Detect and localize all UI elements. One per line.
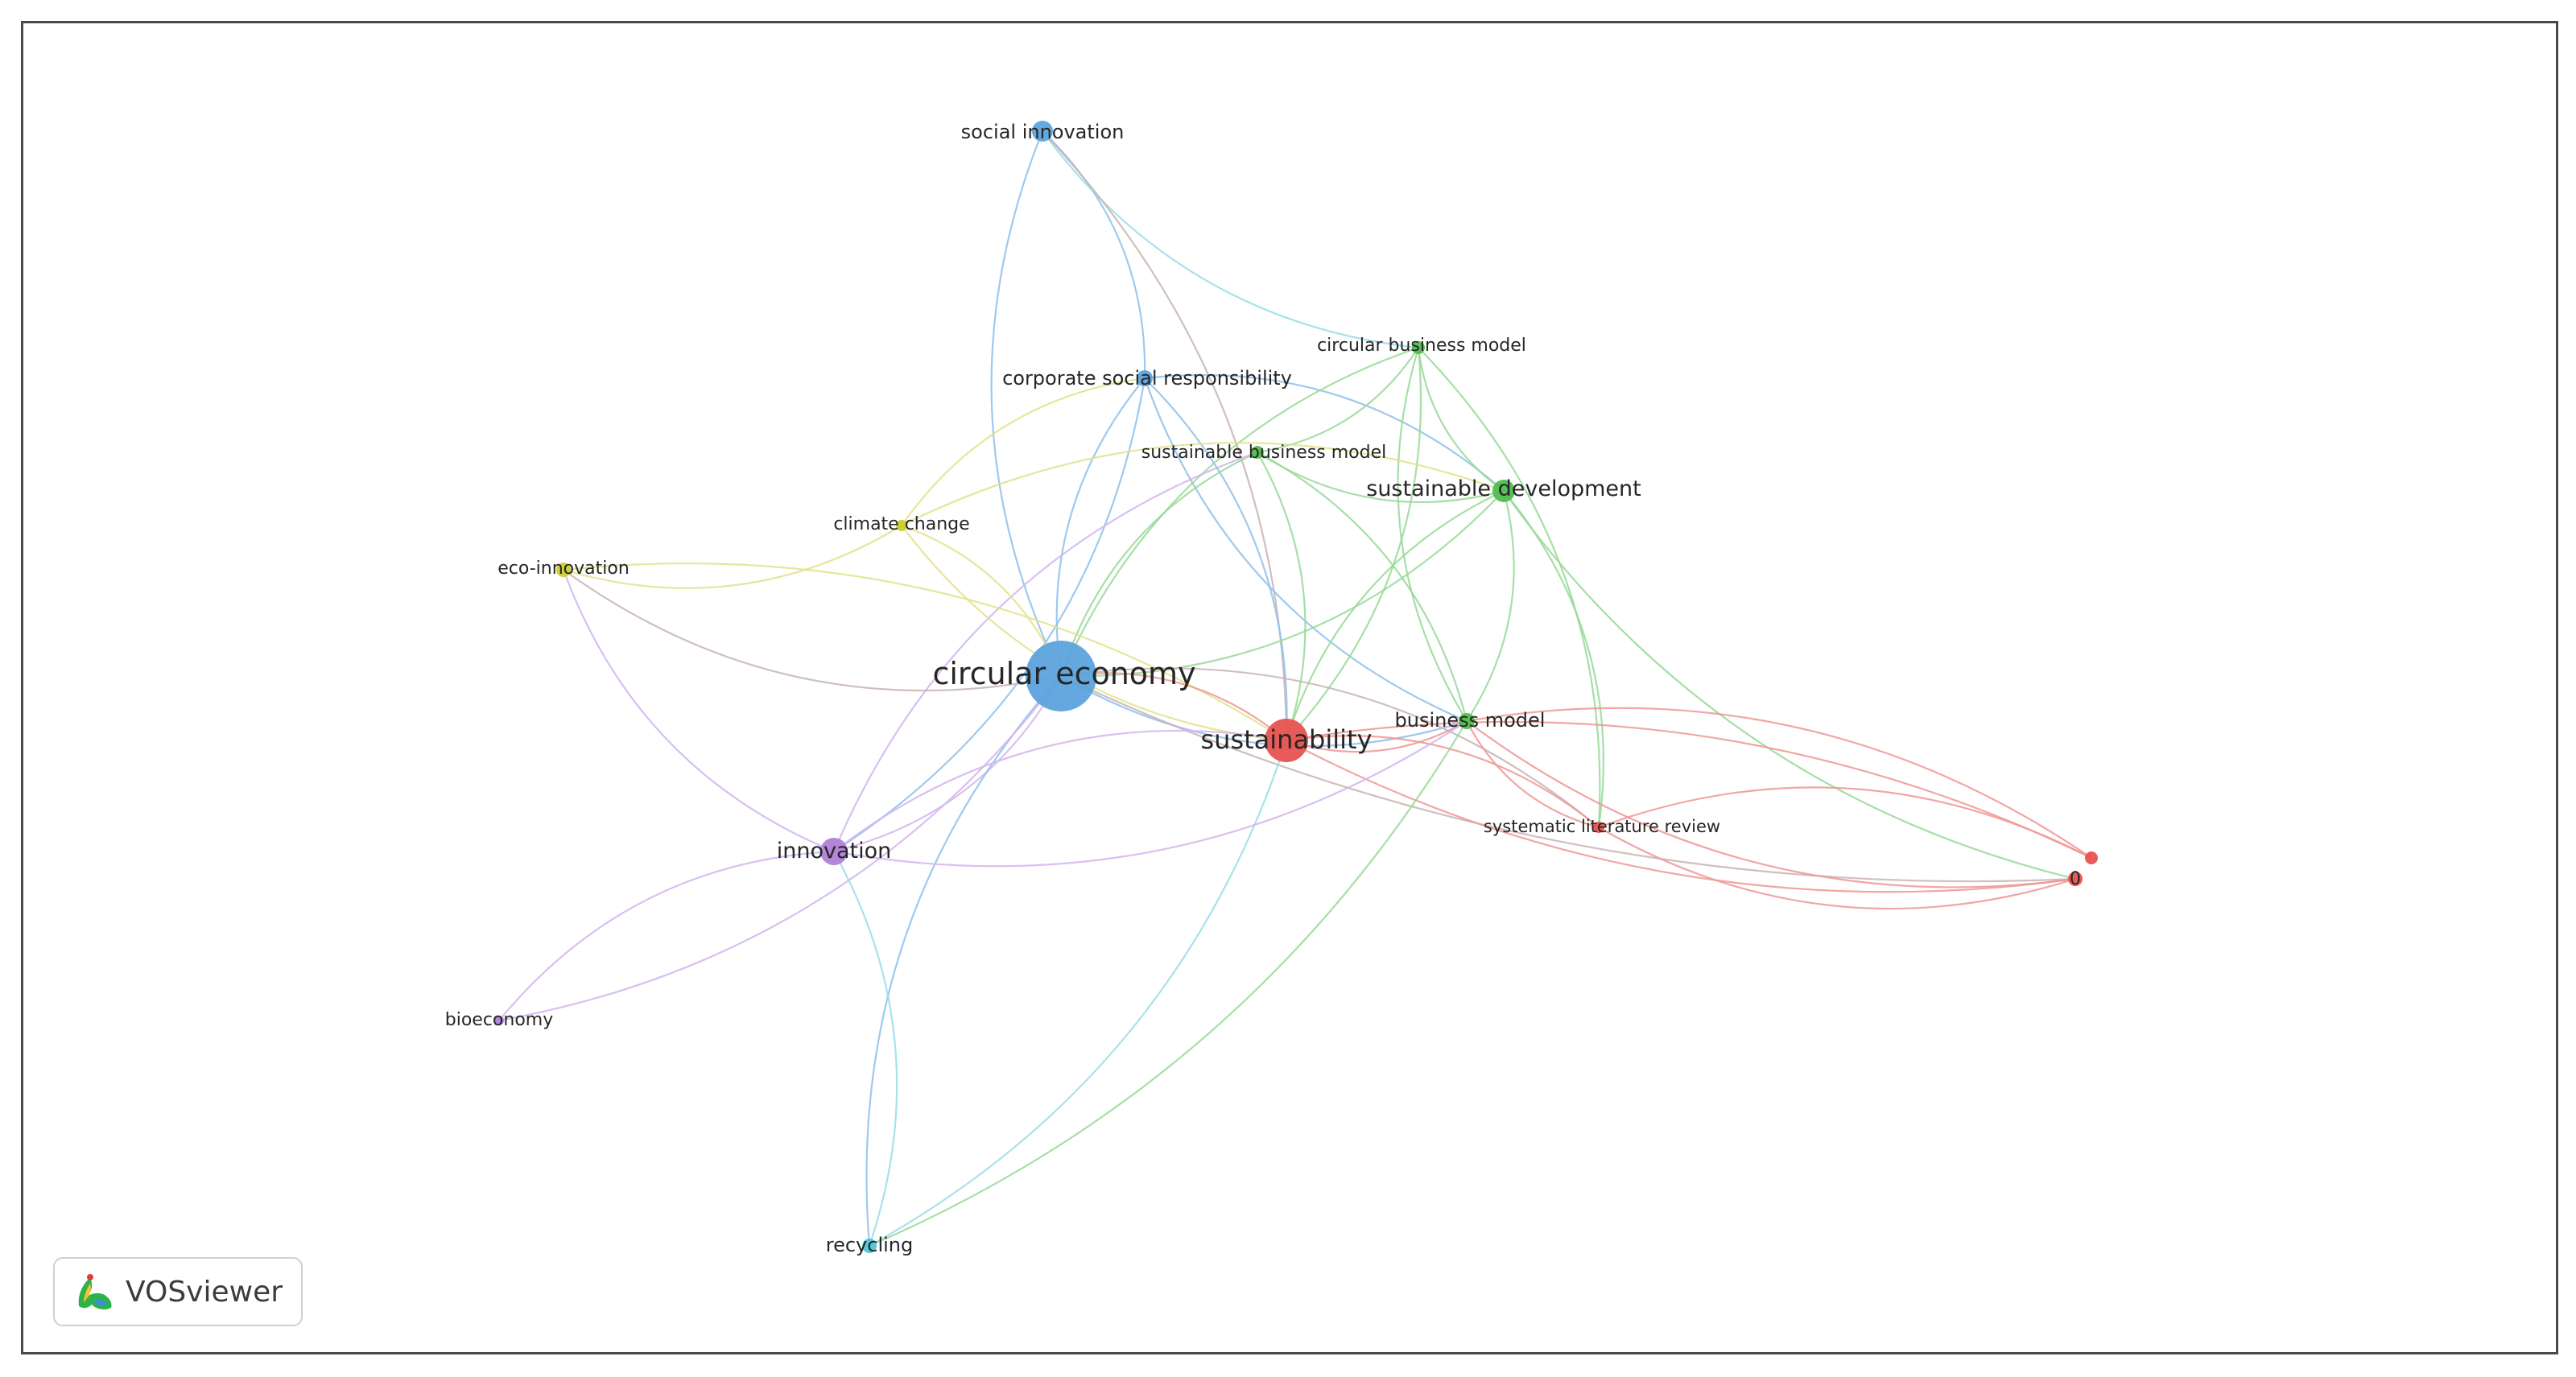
map-frame bbox=[21, 21, 2558, 1354]
edge-circular_business_model-sustainability bbox=[1286, 347, 1422, 741]
node-systematic-literature-review[interactable] bbox=[1593, 822, 1604, 833]
node-circular-economy[interactable] bbox=[1026, 641, 1096, 711]
node-climate-change[interactable] bbox=[896, 520, 907, 531]
node-label-circular-economy[interactable]: circular economy bbox=[932, 656, 1195, 691]
vosviewer-logo-text: VOSviewer bbox=[126, 1275, 283, 1309]
vosviewer-logo-icon bbox=[78, 1274, 112, 1310]
edge-circular_economy-systematic_literature_review bbox=[1060, 667, 1600, 828]
edge-eco_innovation-innovation bbox=[562, 569, 835, 853]
edge-sustainability-recycling bbox=[869, 740, 1288, 1247]
node-recycling[interactable] bbox=[862, 1239, 877, 1253]
edge-climate_change-sustainability bbox=[901, 525, 1287, 742]
node-label-bioeconomy[interactable]: bioeconomy bbox=[445, 1010, 553, 1030]
node-label-business-model[interactable]: business model bbox=[1395, 709, 1546, 732]
edge-csr-sustainability bbox=[1144, 377, 1288, 741]
edge-business_model-red_small bbox=[1466, 707, 2092, 859]
edge-sustainability-systematic_literature_review bbox=[1286, 735, 1600, 828]
edge-circular_business_model-circular_economy bbox=[1059, 346, 1419, 677]
node-circular-business-model[interactable] bbox=[1412, 341, 1425, 354]
edge-social_innovation-circular_business_model bbox=[1042, 130, 1419, 349]
edge-circular_business_model-sustainable_business_model bbox=[1257, 347, 1419, 454]
node-sustainable-development[interactable] bbox=[1492, 480, 1515, 502]
edge-eco_innovation-sustainability bbox=[563, 562, 1287, 741]
node-bioeconomy[interactable] bbox=[494, 1016, 504, 1025]
node-sustainability[interactable] bbox=[1265, 719, 1308, 762]
edge-social_innovation-csr bbox=[1042, 130, 1146, 379]
edge-circular_business_model-systematic_literature_review bbox=[1418, 347, 1601, 828]
node-label-csr[interactable]: corporate social responsibility bbox=[1002, 367, 1292, 390]
node-label-innovation[interactable]: innovation bbox=[777, 839, 892, 864]
node-sustainable-business-model[interactable] bbox=[1251, 446, 1264, 459]
edge-sustainability-red_small bbox=[1286, 720, 2092, 859]
edge-circular_economy-bioeconomy bbox=[498, 675, 1062, 1022]
node-label-systematic-literature-review[interactable]: systematic literature review bbox=[1484, 817, 1720, 836]
edge-circular_business_model-sustainable_development bbox=[1417, 347, 1505, 492]
node-csr[interactable] bbox=[1137, 370, 1153, 386]
labels-layer: social innovation circular business model… bbox=[445, 121, 2081, 1256]
edge-sustainable_development-zero bbox=[1503, 490, 2076, 880]
node-red-small[interactable] bbox=[2085, 851, 2098, 864]
node-label-climate-change[interactable]: climate change bbox=[833, 514, 969, 534]
edge-innovation-business_model bbox=[833, 720, 1468, 868]
edge-business_model-zero bbox=[1466, 720, 2076, 888]
nodes-layer bbox=[494, 121, 2098, 1253]
edge-sustainable_development-circular_economy bbox=[1060, 490, 1505, 678]
edge-systematic_literature_review-zero bbox=[1598, 827, 2076, 910]
edge-csr-business_model bbox=[1143, 377, 1468, 723]
edge-sustainable_business_model-innovation bbox=[832, 451, 1258, 852]
node-business-model[interactable] bbox=[1459, 713, 1475, 729]
edge-sustainable_development-climate_change bbox=[901, 442, 1505, 526]
edge-csr-circular_economy bbox=[1055, 377, 1146, 677]
node-label-zero[interactable]: 0 bbox=[2070, 869, 2081, 889]
edge-sustainable_business_model-circular_economy bbox=[1059, 451, 1258, 677]
edge-climate_change-eco_innovation bbox=[563, 525, 902, 589]
node-label-recycling[interactable]: recycling bbox=[826, 1234, 913, 1256]
edge-innovation-recycling bbox=[833, 851, 898, 1247]
edge-social_innovation-circular_economy bbox=[990, 130, 1062, 677]
vosviewer-logo: VOSviewer bbox=[53, 1257, 303, 1326]
edge-business_model-recycling bbox=[869, 720, 1468, 1247]
edge-circular_economy-zero bbox=[1060, 675, 2076, 883]
edge-sustainable_business_model-sustainability bbox=[1257, 451, 1307, 741]
edge-eco_innovation-circular_economy bbox=[563, 569, 1062, 692]
node-label-sustainable-business-model[interactable]: sustainable business model bbox=[1141, 443, 1387, 463]
edge-circular_economy-business_model bbox=[1060, 675, 1468, 748]
edge-circular_economy-innovation bbox=[833, 675, 1062, 853]
node-label-circular-business-model[interactable]: circular business model bbox=[1317, 336, 1526, 356]
node-label-sustainability[interactable]: sustainability bbox=[1200, 724, 1372, 755]
edge-sustainable_development-systematic_literature_review bbox=[1503, 490, 1605, 828]
node-social-innovation[interactable] bbox=[1032, 121, 1053, 142]
edge-sustainability-business_model bbox=[1286, 720, 1468, 753]
node-eco-innovation[interactable] bbox=[556, 563, 571, 577]
edge-systematic_literature_review-red_small bbox=[1598, 786, 2092, 859]
edge-sustainable_business_model-business_model bbox=[1257, 451, 1468, 722]
node-label-eco-innovation[interactable]: eco-innovation bbox=[497, 559, 630, 579]
edge-csr-climate_change bbox=[901, 377, 1146, 526]
edge-business_model-systematic_literature_review bbox=[1466, 720, 1600, 829]
edge-circular_economy-recycling bbox=[865, 675, 1062, 1247]
node-zero[interactable] bbox=[2068, 872, 2083, 886]
edge-innovation-bioeconomy bbox=[498, 850, 835, 1021]
edge-sustainable_development-business_model bbox=[1466, 490, 1515, 722]
node-label-sustainable-development[interactable]: sustainable development bbox=[1366, 476, 1641, 501]
edges-layer bbox=[498, 130, 2092, 1247]
node-innovation[interactable] bbox=[820, 838, 848, 865]
node-label-social-innovation[interactable]: social innovation bbox=[961, 121, 1125, 143]
edge-sustainability-innovation bbox=[833, 729, 1287, 852]
edge-circular_business_model-business_model bbox=[1397, 347, 1468, 722]
edge-sustainable_development-sustainability bbox=[1285, 490, 1505, 741]
edge-sustainability-zero bbox=[1286, 740, 2076, 893]
edge-csr-sustainable_development bbox=[1144, 373, 1505, 492]
